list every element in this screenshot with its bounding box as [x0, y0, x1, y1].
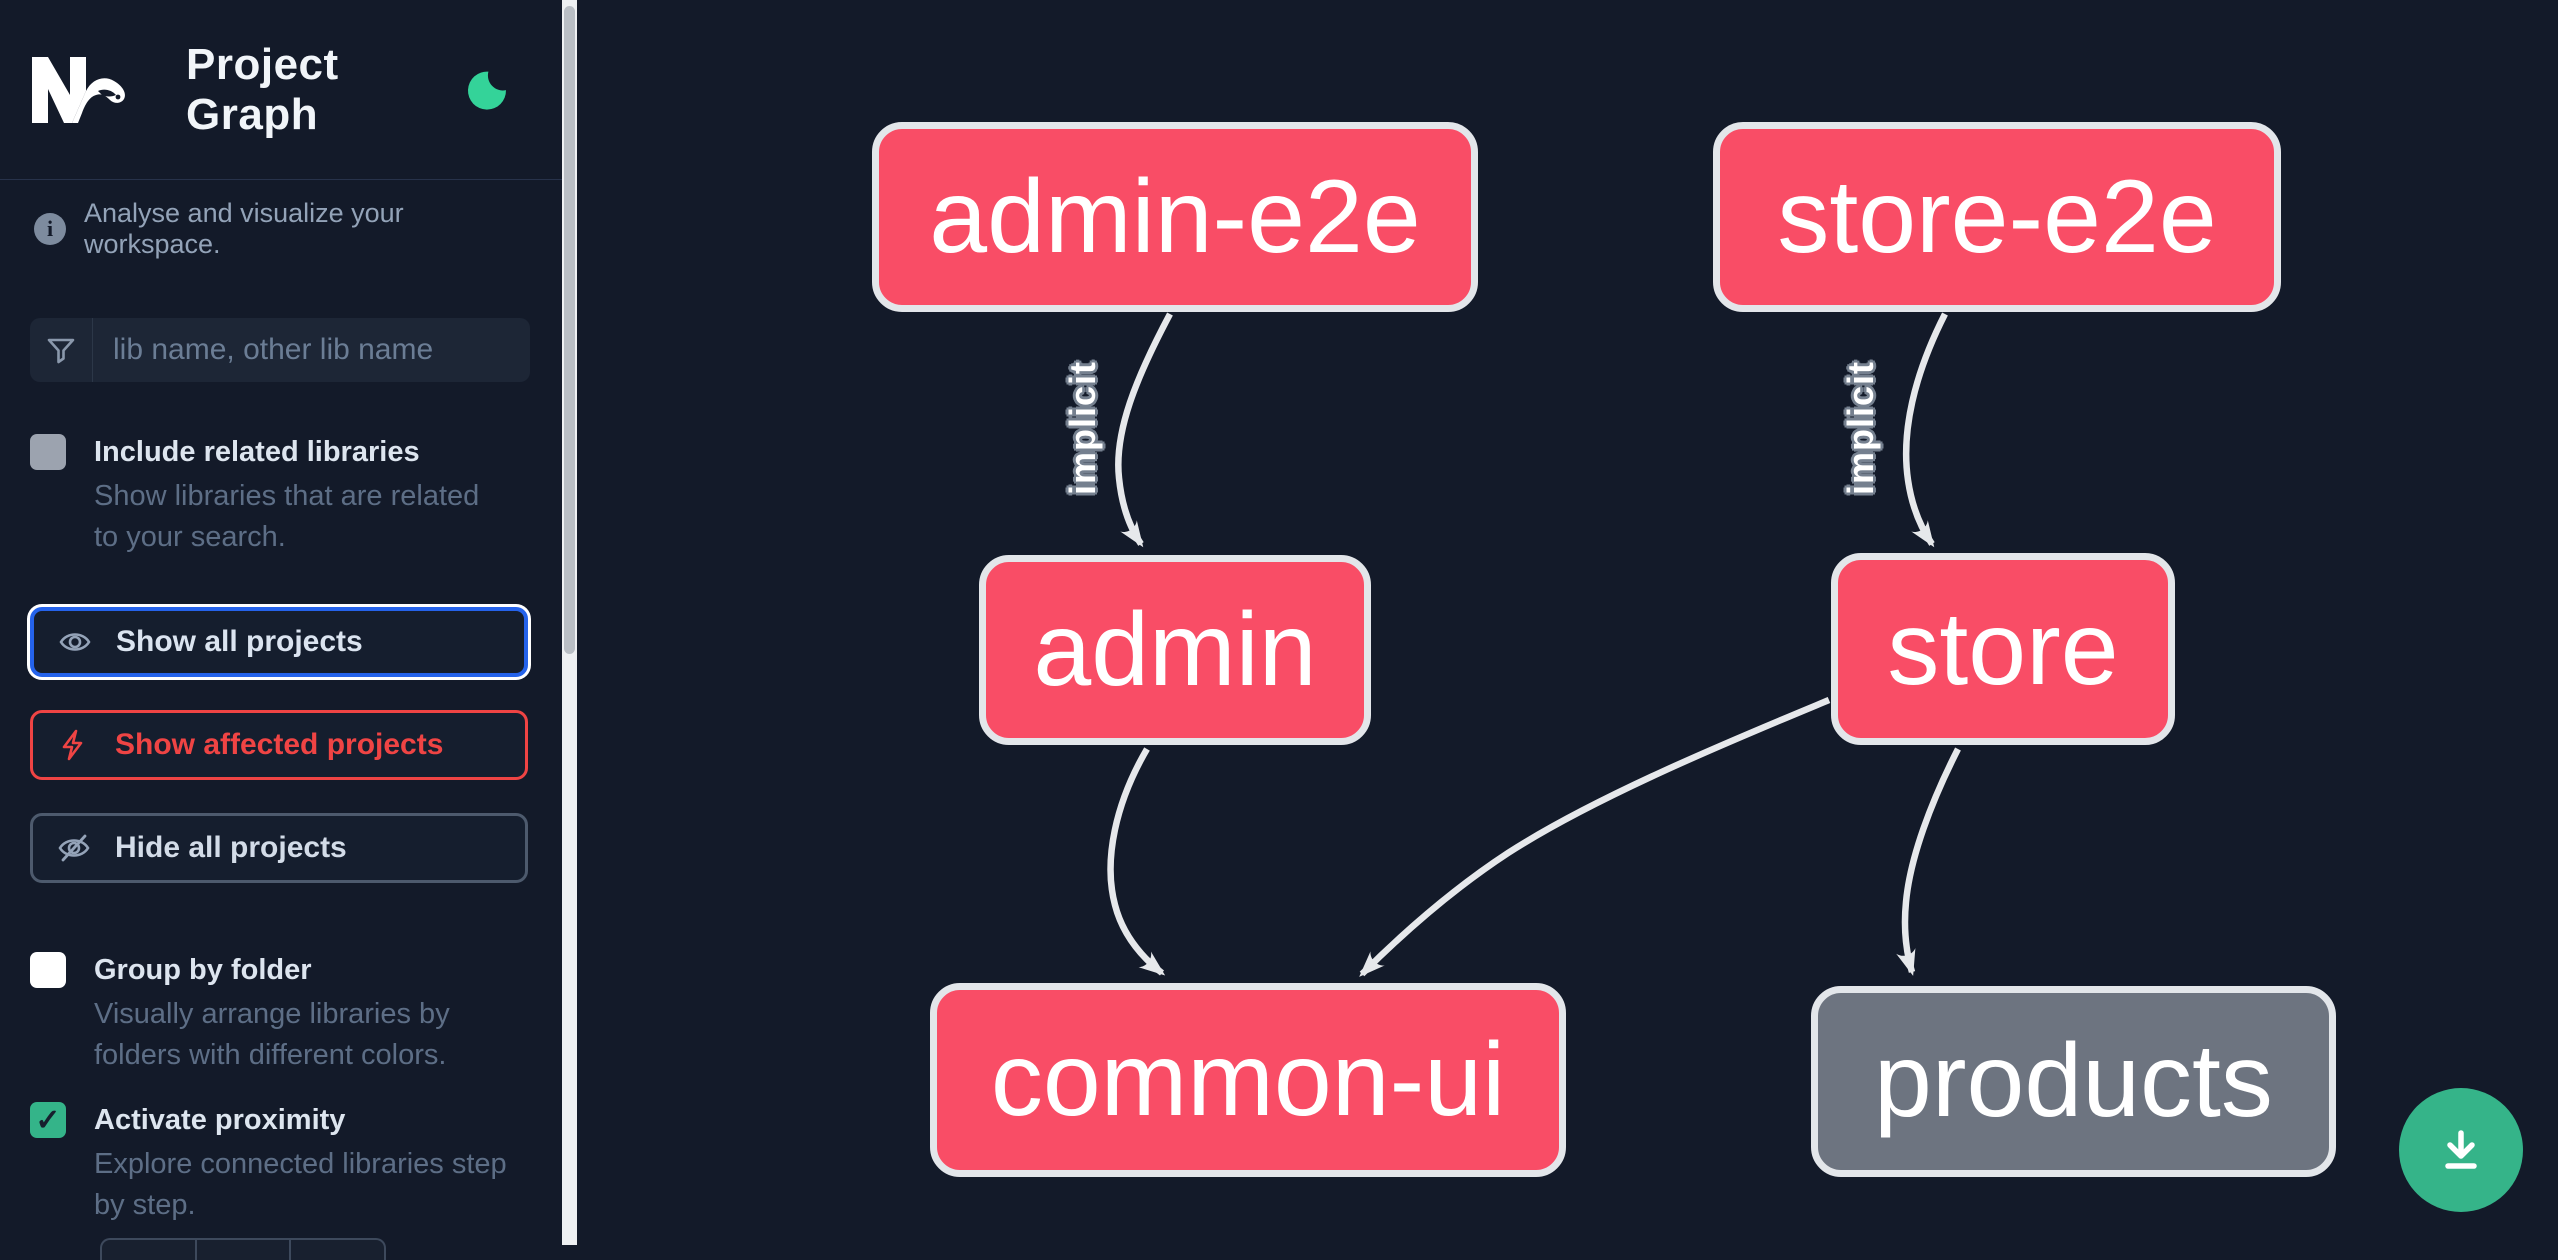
stepper-increment[interactable] [289, 1240, 384, 1260]
graph-canvas[interactable]: implicit implicit admin-e2e store-e2e ad… [577, 0, 2558, 1245]
app-header: Project Graph [0, 0, 562, 180]
edge-label-implicit: implicit [1840, 360, 1881, 496]
edge-store-to-common-ui [1359, 696, 1831, 977]
hide-all-projects-button[interactable]: Hide all projects [30, 813, 528, 883]
eye-icon [59, 633, 91, 651]
info-icon: i [34, 213, 66, 245]
stepper-decrement[interactable] [102, 1240, 195, 1260]
download-image-button[interactable] [2399, 1088, 2523, 1212]
checkmark-icon: ✓ [35, 1103, 61, 1137]
show-all-projects-button[interactable]: Show all projects [30, 607, 528, 677]
toggle-include-related: Include related libraries Show libraries… [30, 432, 508, 558]
stepper-value [194, 1240, 290, 1260]
button-label: Show all projects [116, 625, 363, 658]
edge-admin-to-common-ui [1107, 747, 1166, 976]
search-box [30, 318, 530, 382]
edge-store-to-products [1896, 747, 1961, 976]
lightning-bolt-icon [62, 729, 83, 761]
toggle-description: Explore connected libraries step by step… [94, 1148, 507, 1221]
nx-logo [32, 56, 125, 123]
group-by-folder-checkbox[interactable] [30, 952, 66, 988]
proximity-stepper [100, 1238, 386, 1260]
node-store-e2e[interactable]: store-e2e [1713, 122, 2281, 312]
toggle-label: Group by folder [94, 954, 312, 986]
download-icon [2445, 1130, 2477, 1169]
edge-admin-e2e-to-admin [1115, 312, 1173, 548]
node-admin-e2e[interactable]: admin-e2e [872, 122, 1478, 312]
node-common-ui[interactable]: common-ui [930, 983, 1566, 1177]
eye-off-icon [58, 834, 90, 862]
node-store[interactable]: store [1831, 553, 2175, 745]
button-label: Hide all projects [115, 831, 347, 864]
toggle-label: Include related libraries [94, 436, 420, 468]
edge-label-implicit: implicit [1062, 360, 1103, 496]
node-admin[interactable]: admin [979, 555, 1371, 745]
include-related-checkbox[interactable] [30, 434, 66, 470]
toggle-label: Activate proximity [94, 1104, 346, 1136]
filter-funnel-icon [30, 318, 93, 382]
page-title: Project Graph [186, 39, 339, 139]
toggle-group-by-folder: Group by folder Visually arrange librari… [30, 950, 508, 1076]
workspace-info: i Analyse and visualize your workspace. [34, 198, 534, 260]
theme-toggle-button[interactable] [464, 67, 510, 113]
toggle-description: Show libraries that are related to your … [94, 480, 480, 553]
activate-proximity-checkbox[interactable]: ✓ [30, 1102, 66, 1138]
toggle-activate-proximity: ✓ Activate proximity Explore connected l… [30, 1100, 508, 1226]
sidebar-scrollbar-thumb[interactable] [564, 6, 575, 654]
sidebar-scrollbar-track[interactable] [562, 0, 577, 1245]
node-products[interactable]: products [1811, 986, 2336, 1177]
button-label: Show affected projects [115, 728, 444, 761]
moon-icon [467, 71, 506, 110]
show-affected-projects-button[interactable]: Show affected projects [30, 710, 528, 780]
edge-store-e2e-to-store [1902, 312, 1948, 548]
toggle-description: Visually arrange libraries by folders wi… [94, 998, 450, 1071]
search-input[interactable] [93, 318, 530, 382]
sidebar: Project Graph i Analyse and visualize yo… [0, 0, 562, 1260]
info-text: Analyse and visualize your workspace. [84, 198, 404, 259]
